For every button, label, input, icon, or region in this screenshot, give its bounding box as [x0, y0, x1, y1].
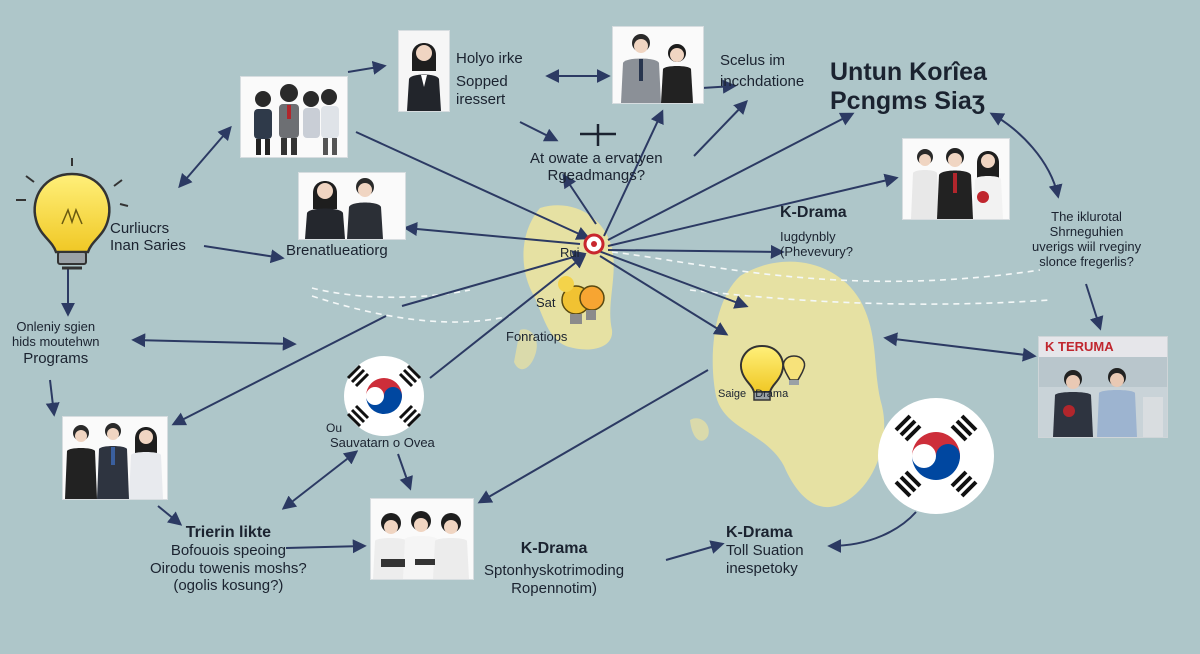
- label-kdrama-top: K-Drama: [780, 204, 847, 221]
- plus-icon: [580, 124, 616, 146]
- label-holyo: Holyo irke Sopped iressert: [456, 50, 523, 108]
- people-illustration: [65, 423, 163, 499]
- photo-group-left: [62, 416, 168, 500]
- label-fonratiops: Fonratiops: [506, 329, 568, 344]
- label-trierin: Trierin likte Bofouois speoing Oirodu to…: [150, 524, 307, 594]
- label-iugdynbly: Iugdynbly (Phevevury?: [780, 229, 853, 259]
- label-kdrama-right: K-Drama Toll Suation inespetoky: [726, 524, 804, 577]
- label-atowate: At owate a ervatyen Rgeadmangs?: [530, 150, 663, 185]
- lightbulb-icon: [740, 344, 806, 401]
- poster-title: K TERUMA: [1045, 339, 1114, 354]
- poster-header: [1039, 337, 1167, 357]
- lightbulb-icon: [16, 158, 129, 270]
- target-icon: [583, 233, 605, 255]
- photo-trio-right: [902, 138, 1010, 220]
- label-iklurotal: The iklurotal Shrneguhien uverigs wiil r…: [1032, 209, 1142, 269]
- label-sauvatarn: Sauvatarn o Ovea: [330, 435, 435, 450]
- photo-group-bottom: [370, 498, 474, 580]
- photo-group-top-left: [240, 76, 348, 158]
- photo-pair-top: [612, 26, 704, 104]
- label-kdrama-bottom: K-Drama Sptonhyskotrimoding Ropennotim): [484, 540, 625, 597]
- people-illustration: [373, 511, 469, 579]
- people-illustration: [254, 84, 339, 155]
- connector-arrows: [45, 60, 1104, 561]
- label-scelus: Scelus im incchdatione: [720, 52, 805, 91]
- people-illustration: [621, 34, 693, 103]
- lightbulb-icon: [558, 276, 605, 324]
- korean-flag-icon: [878, 398, 994, 514]
- label-brenatlueatiorg: Brenatlueatiorg: [286, 242, 388, 259]
- people-illustration: [1039, 357, 1167, 437]
- label-curliucrs: Curliucrs Inan Saries: [110, 220, 186, 255]
- korean-flag-icon: [344, 356, 424, 436]
- label-ou: Ou: [326, 421, 343, 435]
- label-rui: Rui: [560, 245, 580, 260]
- label-saige-drama: Saige Drama: [718, 388, 789, 400]
- dashed-routes: [311, 251, 1051, 323]
- people-illustration: [407, 43, 441, 111]
- people-illustration: [911, 148, 1003, 219]
- photo-pair-middle: [298, 172, 406, 240]
- label-sat: Sat: [536, 295, 556, 310]
- poster-right: K TERUMA: [1038, 336, 1168, 438]
- diagram-title: Untun Korîea Pcngms Siaʒ: [830, 58, 987, 115]
- people-illustration: [305, 178, 383, 239]
- label-onleniy: Onleniy sgien hids moutehwn Programs: [12, 319, 100, 367]
- photo-woman-top: [398, 30, 450, 112]
- poster-scene: [1039, 357, 1167, 437]
